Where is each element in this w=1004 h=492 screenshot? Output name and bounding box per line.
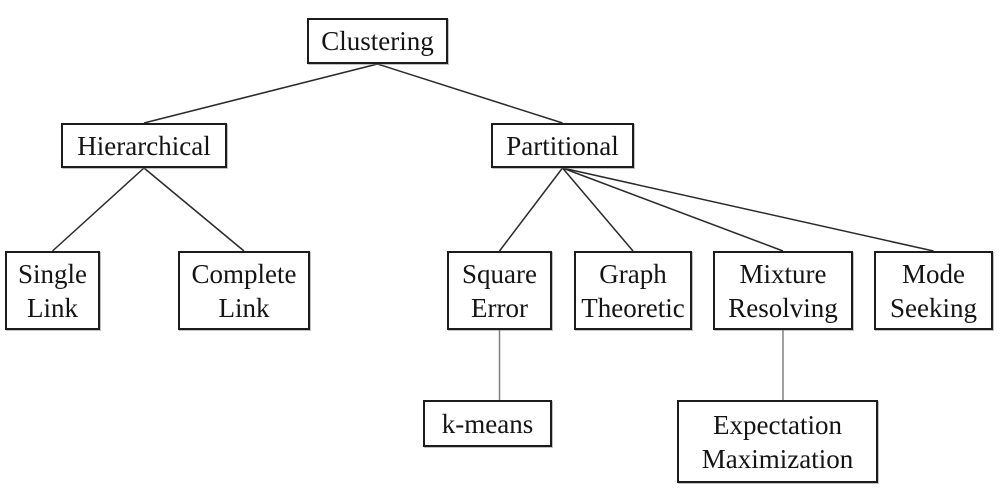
node-mixture-resolving-label-line2: Resolving (728, 292, 838, 323)
node-mode-seeking-label-line2: Seeking (890, 292, 977, 323)
node-expectation-maximization-label-line2: Maximization (701, 443, 854, 474)
node-clustering-label: Clustering (321, 26, 434, 56)
node-k-means-label: k-means (441, 408, 534, 439)
node-k-means: k-means (423, 400, 552, 447)
node-mixture-resolving: Mixture Resolving (713, 251, 853, 330)
node-mode-seeking: Mode Seeking (874, 251, 993, 330)
node-graph-theoretic: Graph Theoretic (574, 251, 692, 330)
node-expectation-maximization-label-line1: Expectation (713, 409, 842, 440)
node-complete-link-label-line1: Complete (191, 258, 297, 289)
node-single-link-label-line2: Link (27, 292, 78, 323)
node-square-error-label-line2: Error (471, 292, 528, 323)
node-hierarchical: Hierarchical (61, 123, 227, 168)
node-clustering: Clustering (307, 18, 448, 64)
node-expectation-maximization: Expectation Maximization (677, 400, 878, 483)
node-graph-theoretic-label-line2: Theoretic (581, 292, 685, 323)
node-partitional-label: Partitional (506, 130, 619, 161)
node-square-error-label-line1: Square (462, 258, 537, 289)
node-partitional: Partitional (491, 123, 634, 168)
node-mixture-resolving-label-line1: Mixture (739, 258, 827, 289)
node-mode-seeking-label-line1: Mode (902, 258, 965, 289)
node-complete-link-label-line2: Link (218, 292, 270, 323)
node-complete-link: Complete Link (178, 251, 310, 330)
node-single-link-label-line1: Single (17, 258, 87, 289)
node-single-link: Single Link (5, 251, 100, 330)
node-square-error: Square Error (447, 251, 552, 330)
node-graph-theoretic-label-line1: Graph (599, 258, 667, 289)
node-hierarchical-label: Hierarchical (77, 130, 211, 161)
